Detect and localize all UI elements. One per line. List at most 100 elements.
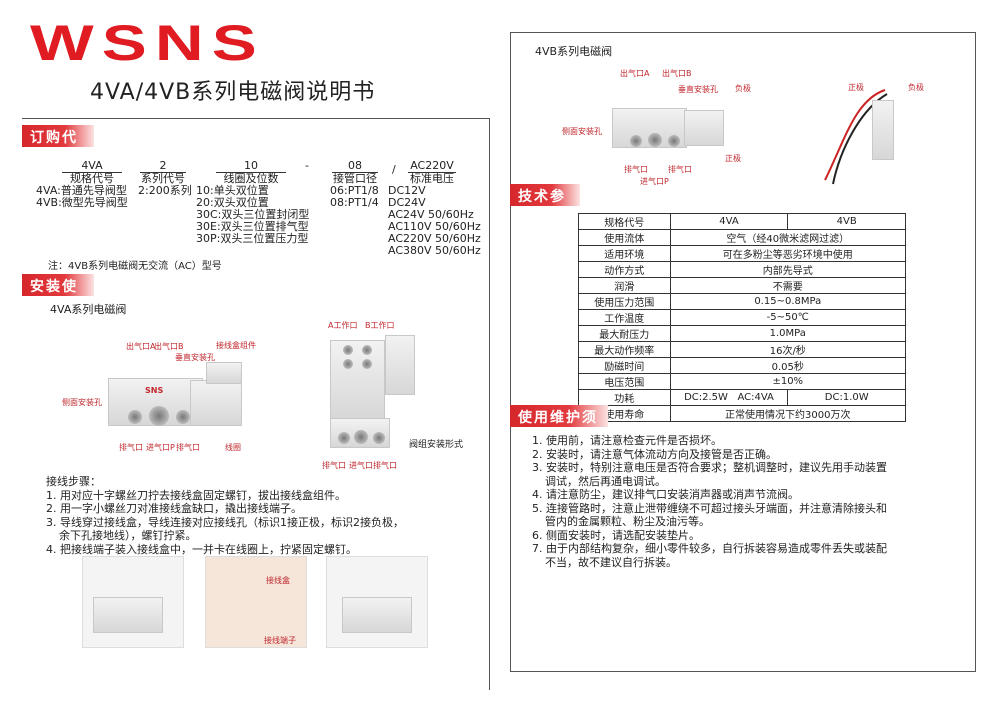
table-cell: 动作方式 <box>578 261 671 278</box>
label-exhaust: 排气口 <box>119 443 143 452</box>
label-exhaust: 排气口 <box>373 461 397 470</box>
code-option: 06:PT1/8 <box>330 184 379 197</box>
section-heading-install: 安装使用 <box>22 274 94 315</box>
code-value: AC220V <box>408 160 456 173</box>
vb-subtitle: 4VB系列电磁阀 <box>535 45 613 58</box>
order-col-spec: 4VA 规格代号 4VA:普通先导阀型 4VB:微型先导阀型 <box>36 160 142 209</box>
code-option: 30P:双头三位置压力型 <box>196 232 309 245</box>
list-item: 调试，然后再通电调试。 <box>545 474 666 488</box>
list-item: 7. 由于内部结构复杂，细小零件较多，自行拆装容易造成零件丢失或装配 <box>532 542 887 555</box>
table-cell: DC:1.0W <box>787 389 906 406</box>
table-cell: 1.0MPa <box>669 325 907 342</box>
list-item: 6. 侧面安装时，请选配安装垫片。 <box>532 528 700 542</box>
code-value: 08 <box>332 160 378 173</box>
table-cell: 使用流体 <box>578 229 671 246</box>
table-row: 电压范围±10% <box>578 373 907 390</box>
label-side-hole: 侧面安装孔 <box>62 398 102 407</box>
step: 1. 用对应十字螺丝刀拧去接线盒固定螺钉，拔出接线盒组件。 <box>46 488 346 502</box>
label-exhaust: 排气口 <box>176 443 200 452</box>
code-option: AC220V 50/60Hz <box>388 232 481 245</box>
right-panel <box>510 32 976 672</box>
label-outlet-b: 出气口B <box>154 342 184 351</box>
photo-valve-assembled <box>82 556 184 648</box>
table-row: 适用环境可在多粉尘等恶劣环境中使用 <box>578 245 907 262</box>
table-cell: 规格代号 <box>578 213 671 230</box>
photo-junction-box: 接线盒 接线端子 <box>205 556 307 648</box>
table-cell: 电压范围 <box>578 373 671 390</box>
table-cell: 工作温度 <box>578 309 671 326</box>
list-item: 不当，故不建议自行拆装。 <box>545 555 677 569</box>
label-vertical-hole: 垂直安装孔 <box>175 353 215 362</box>
label-coil: 线圈 <box>225 443 241 452</box>
label-junction-box: 接线盒组件 <box>216 341 256 350</box>
table-cell: -5~50℃ <box>669 309 907 326</box>
code-name: 规格代号 <box>70 172 114 185</box>
code-option: 4VA:普通先导阀型 <box>36 184 127 197</box>
code-option: AC24V 50/60Hz <box>388 208 474 221</box>
table-cell: 4VA <box>669 213 789 230</box>
table-cell: 励磁时间 <box>578 357 671 374</box>
code-option: 10:单头双位置 <box>196 184 269 197</box>
table-cell: 可在多粉尘等恶劣环境中使用 <box>669 245 907 262</box>
table-cell: 最大耐压力 <box>578 325 671 342</box>
step: 余下孔接地线），螺钉拧紧。 <box>59 529 197 542</box>
label-outlet-a: 出气口A <box>620 69 650 78</box>
table-row: 使用流体空气（经40微米滤网过滤） <box>578 229 907 246</box>
code-option: 2:200系列 <box>138 184 192 197</box>
list-item: 2. 安装时，请注意气体流动方向及接管是否正确。 <box>532 447 777 461</box>
code-option: DC12V <box>388 184 426 197</box>
table-cell: 不需要 <box>669 277 907 294</box>
table-row: 动作方式内部先导式 <box>578 261 907 278</box>
table-cell: 润滑 <box>578 277 671 294</box>
photo-valve-wired <box>326 556 428 648</box>
list-item: 3. 安装时，特别注意电压是否符合要求；整机调整时，建议先用手动装置 <box>532 461 887 474</box>
section-heading-spec: 技术参数 <box>510 184 580 225</box>
code-value: 2 <box>140 160 186 173</box>
code-name: 线圈及位数 <box>223 172 279 185</box>
install-subtitle: 4VA系列电磁阀 <box>50 303 127 316</box>
code-value: 10 <box>216 160 286 173</box>
separator: / <box>392 163 396 176</box>
table-cell: ±10% <box>669 373 907 390</box>
label-exhaust: 排气口 <box>624 165 648 174</box>
label-work-port-b: B工作口 <box>365 321 395 330</box>
label-side-hole: 侧面安装孔 <box>562 127 602 136</box>
label-positive: 正极 <box>725 154 741 163</box>
label-exhaust: 排气口 <box>668 165 692 174</box>
label-terminal: 接线端子 <box>264 636 296 645</box>
label-vertical-hole: 垂直安装孔 <box>678 85 718 94</box>
table-cell: 正常使用情况下约3000万次 <box>669 405 907 422</box>
code-option: 08:PT1/4 <box>330 196 379 209</box>
separator: - <box>305 159 309 172</box>
label-exhaust: 排气口 <box>322 461 346 470</box>
label-inlet: 进气口 <box>349 461 373 470</box>
table-row: 工作温度-5~50℃ <box>578 309 907 326</box>
label-inlet-p: 进气口P <box>640 177 669 186</box>
steps-title: 接线步骤： <box>46 475 101 488</box>
list-item: 1. 使用前，请注意检查元件是否损坏。 <box>532 434 722 447</box>
page-title: 4VA/4VB系列电磁阀说明书 <box>90 80 376 105</box>
wiring-steps: 接线步骤： 1. 用对应十字螺丝刀拧去接线盒固定螺钉，拔出接线盒组件。 2. 用… <box>46 475 404 556</box>
section-heading-maintenance: 使用维护须知 <box>510 405 608 446</box>
code-option: 4VB:微型先导阀型 <box>36 196 128 209</box>
label-outlet-b: 出气口B <box>662 69 692 78</box>
order-note: 注：4VB系列电磁阀无交流（AC）型号 <box>48 261 222 272</box>
brand-logo: WSNS <box>30 15 265 71</box>
label-inlet-p: 进气口P <box>146 443 175 452</box>
code-option: 20:双头双位置 <box>196 196 269 209</box>
table-cell: 使用压力范围 <box>578 293 671 310</box>
maintenance-list: 1. 使用前，请注意检查元件是否损坏。 2. 安装时，请注意气体流动方向及接管是… <box>532 434 887 569</box>
table-row: 润滑不需要 <box>578 277 907 294</box>
step: 2. 用一字小螺丝刀对准接线盒缺口，撬出接线端子。 <box>46 502 302 515</box>
table-cell: 功耗 <box>578 389 671 406</box>
table-cell: 16次/秒 <box>669 341 907 358</box>
left-panel <box>22 118 490 690</box>
code-name: 系列代号 <box>141 172 185 185</box>
code-value: 4VA <box>62 160 122 173</box>
label-positive: 正极 <box>848 83 864 92</box>
